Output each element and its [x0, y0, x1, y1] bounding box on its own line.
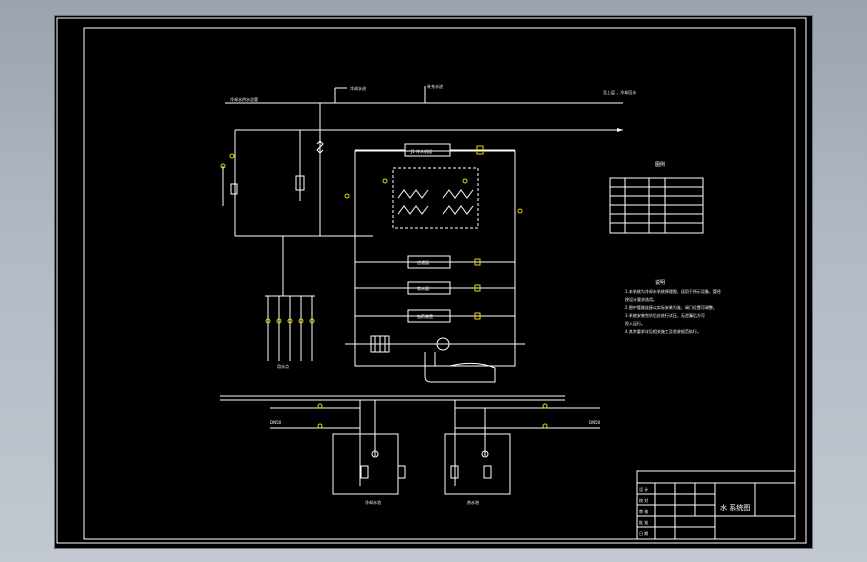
left-feed-valve	[317, 403, 323, 409]
manifold-label: 用水点	[277, 363, 289, 369]
drop-valve-3	[287, 318, 293, 324]
filter-3-label: 加药装置	[417, 313, 433, 319]
left-tank-pump-2	[397, 465, 406, 479]
top-unit-valve	[476, 145, 484, 155]
right-tank-label: 热水池	[467, 499, 479, 505]
left-tank-label: 冷却水池	[365, 499, 381, 505]
left-tank	[332, 433, 399, 495]
right-tank-float	[481, 450, 489, 458]
return-arrow	[617, 128, 623, 132]
notes-header: 说明	[655, 279, 665, 286]
in-right-label: DN50	[589, 420, 601, 425]
title-block: 水 系统图 设 计 校 对 审 核 批 准 日 期	[636, 470, 796, 540]
tower-frame	[392, 167, 479, 229]
return-main-label: 至上层 ，冷却回水	[603, 89, 636, 95]
tower-fill-left	[397, 189, 429, 199]
left-tank-float	[371, 450, 379, 458]
filter-valve-2	[474, 284, 481, 292]
right-tank-pump-1	[450, 465, 459, 479]
filter-1-label: 过滤器	[417, 259, 429, 265]
right-tank-pump-2	[483, 465, 492, 479]
right-tank	[444, 433, 511, 495]
legend-header: 图例	[655, 161, 665, 168]
valve-6	[517, 208, 523, 214]
filter-2	[407, 281, 451, 295]
filter-valve-3	[474, 312, 481, 320]
left-feed-valve-2	[317, 423, 323, 429]
coil-symbol	[316, 140, 324, 154]
tb-label-design: 设 计	[639, 486, 648, 492]
outer-border	[56, 17, 807, 544]
left-equipment	[230, 183, 238, 195]
filter-2-label: 软水器	[417, 285, 429, 291]
notes-line-4: 3.系统安装完毕后应进行试压，无泄漏后方可	[625, 312, 705, 318]
tb-label-approve: 批 准	[639, 519, 648, 525]
inner-border	[83, 27, 796, 540]
notes-block: 说明 1.本系统为冷却水系统原理图，适用于所示设备，管径 按设计要求选用。 2.…	[625, 279, 721, 334]
drop-valve-1	[265, 318, 271, 324]
tb-label-check: 校 对	[639, 497, 648, 503]
tb-label-review: 审 核	[639, 508, 648, 514]
chiller-frame	[354, 150, 516, 367]
valve-3	[382, 178, 388, 184]
outlet-elbow	[424, 352, 496, 383]
filter-3	[407, 309, 451, 323]
valve-5	[344, 193, 350, 199]
notes-line-1: 1.本系统为冷却水系统原理图，适用于所示设备，管径	[625, 288, 721, 294]
title-block-title: 水 系统图	[720, 503, 750, 512]
left-tank-pump-1	[360, 465, 369, 479]
top-unit-label: J1 冷水机组	[410, 148, 432, 154]
branch-1-label: 冷却水进	[350, 85, 366, 91]
tower-fill-left-2	[397, 205, 429, 215]
legend-table	[609, 177, 704, 234]
tower-fill-right	[442, 189, 474, 199]
pump-motor	[436, 337, 450, 351]
drop-valve-2	[276, 318, 282, 324]
tb-label-date: 日 期	[639, 530, 648, 536]
notes-line-2: 按设计要求选用。	[625, 296, 657, 302]
mid-equipment	[295, 175, 305, 191]
filter-1	[407, 255, 451, 269]
filter-valve-1	[474, 258, 481, 266]
main-supply-label: 冷却水供水总管	[230, 96, 258, 102]
notes-line-3: 2.图中管路连接以实际安装为准，阀门位置可调整。	[625, 304, 717, 310]
in-left-label: DN50	[270, 420, 282, 425]
tower-fill-right-2	[442, 205, 474, 215]
branch-2-label: 补充水进	[427, 83, 443, 89]
drawing-sheet[interactable]: 冷却水供水总管 至上层 ，冷却回水 冷却水进 补充水进 J1 冷水机组	[55, 16, 812, 548]
valve-1	[229, 153, 235, 159]
water-system-diagram: 冷却水供水总管 至上层 ，冷却回水 冷却水进 补充水进 J1 冷水机组	[56, 17, 807, 544]
drop-valve-5	[309, 318, 315, 324]
notes-line-5: 投入运行。	[625, 320, 645, 326]
drop-valve-4	[298, 318, 304, 324]
notes-line-6: 4.其余要求详见相关施工及验收规范执行。	[625, 328, 701, 334]
right-feed-valve-2	[542, 423, 548, 429]
right-feed-valve	[542, 403, 548, 409]
valve-4	[462, 178, 468, 184]
